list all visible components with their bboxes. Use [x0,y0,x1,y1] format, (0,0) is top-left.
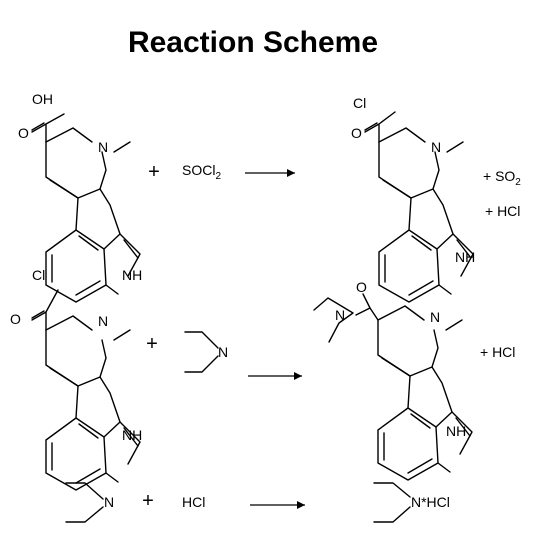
reaction-arrow-3 [250,501,305,509]
lysergic-acid-chloride-molecule: Cl O N NH [351,95,475,303]
hydroxyl-label: OH [32,91,53,107]
carbonyl-oxygen-label: O [10,311,21,327]
acid-chloride-reactant-molecule: Cl O N NH [10,267,142,491]
reaction-arrow-1 [245,169,295,177]
amine-nitrogen-label: N [104,494,114,510]
hydrogen-chloride-label: HCl [182,494,205,510]
indole-nh-label: NH [122,427,142,443]
amine-nitrogen-label: N [218,344,228,360]
byproduct-hcl-1: + HCl [485,203,520,219]
plus-sign-3: + [142,490,154,512]
thionyl-chloride-label: SOCl2 [182,162,221,182]
chlorine-label: Cl [32,267,45,283]
amine-nitrogen-label: N [98,313,108,329]
amide-nitrogen-label: N [335,307,345,323]
indole-nh-label: NH [455,249,475,265]
indole-nh-label: NH [446,423,466,439]
plus-sign-2: + [146,333,158,355]
carbonyl-oxygen-label: O [351,125,362,141]
lsd-molecule: O N N NH [313,279,473,481]
amine-nitrogen-label: N [98,139,108,155]
plus-sign-1: + [148,161,160,183]
scheme-title: Reaction Scheme [128,26,378,59]
reaction-arrow-2 [248,372,302,380]
amide-oxygen-label: O [356,279,367,295]
diethylammonium-chloride-molecule: N*HCl [373,482,450,523]
lysergic-acid-molecule: OH O N NH [18,91,142,303]
amine-nitrogen-label: N [431,139,441,155]
indole-nh-label: NH [122,267,142,283]
diethylamine-molecule-2: N [65,482,114,523]
byproduct-sulfur-dioxide: + SO2 [483,168,521,188]
diethylamine-molecule-1: N [184,331,228,373]
chlorine-label: Cl [353,95,366,111]
byproduct-hcl-2: + HCl [480,344,515,360]
carbonyl-oxygen-label: O [18,125,29,141]
ammonium-salt-label: N*HCl [411,494,450,510]
amine-nitrogen-label: N [430,309,440,325]
